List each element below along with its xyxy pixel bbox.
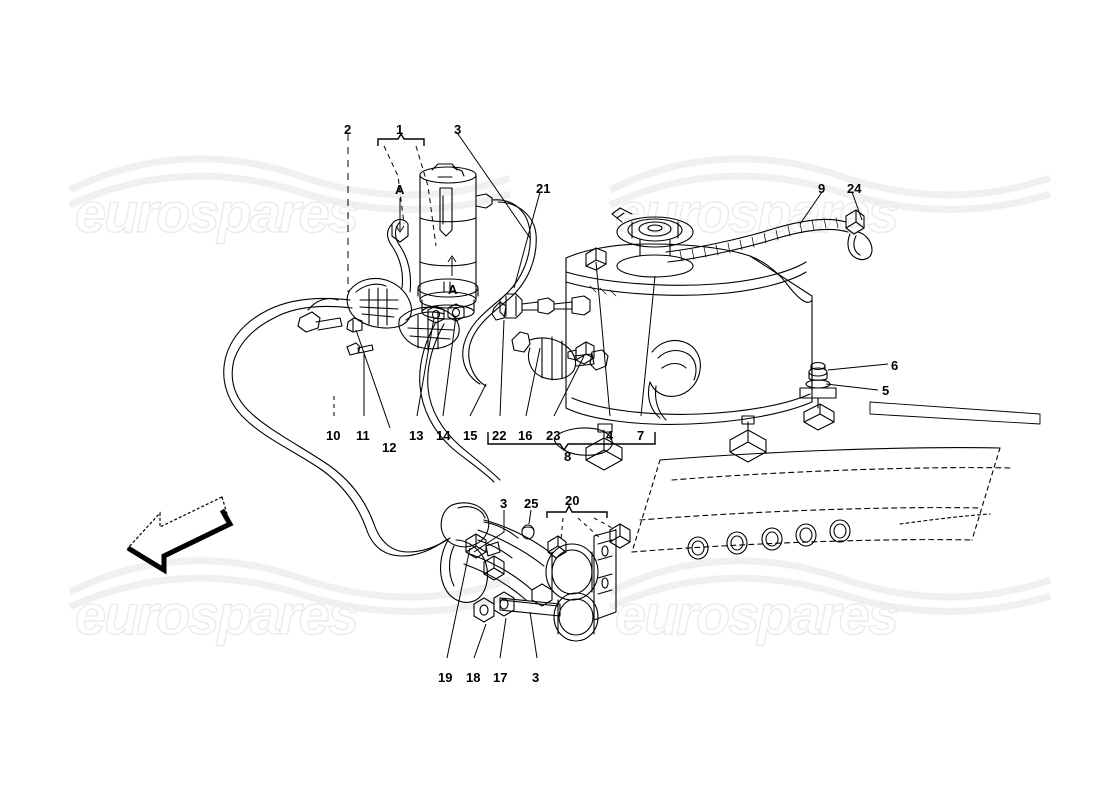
watermark-text: eurospares [74, 582, 359, 647]
washer-reservoir-tank [565, 207, 813, 425]
leader-A1 [395, 198, 405, 233]
callout-13: 13 [409, 428, 424, 443]
watermark-text: eurospares [614, 582, 899, 647]
section-marker-a-top: A [395, 182, 405, 197]
leader-9 [799, 191, 823, 225]
callout-7: 7 [637, 428, 645, 443]
leader-1a [383, 145, 405, 225]
callout-12: 12 [382, 440, 397, 455]
bracket-1 [377, 132, 425, 146]
callout-1: 1 [396, 122, 404, 137]
callout-20: 20 [565, 493, 580, 508]
leader-22 [499, 319, 505, 417]
leader-3 [457, 133, 531, 239]
tank-mount-left [585, 423, 623, 471]
misc-fittings [297, 297, 343, 333]
callout-25: 25 [524, 496, 539, 511]
bracket-20 [546, 504, 608, 518]
leader-12 [355, 329, 391, 429]
leader-15 [469, 383, 487, 417]
leader-7 [640, 275, 656, 417]
callout-19: 19 [438, 670, 453, 685]
leader-13 [416, 317, 435, 417]
view-direction-arrow [126, 496, 234, 575]
tank-strap-foot [553, 427, 613, 456]
callout-2: 2 [344, 122, 352, 137]
pump-mounting-bracket [346, 218, 413, 329]
callout-11: 11 [356, 428, 370, 443]
leader-20a [560, 517, 564, 541]
tank-mount-center [729, 415, 767, 463]
callout-24: 24 [847, 181, 862, 196]
callout-5: 5 [882, 383, 890, 398]
leader-17 [499, 617, 507, 659]
bolt-11 [346, 342, 374, 356]
leader-14 [442, 315, 457, 417]
leader-3b [473, 510, 505, 553]
leader-3c [529, 611, 538, 659]
callout-brackets [377, 132, 656, 518]
callout-17: 17 [493, 670, 508, 685]
bracket-8 [487, 432, 656, 452]
braided-hose-9 [665, 209, 873, 263]
callout-18: 18 [466, 670, 481, 685]
leader-4 [595, 261, 611, 417]
callout-21: 21 [536, 181, 551, 196]
horn-assembly [439, 502, 631, 642]
callout-6: 6 [891, 358, 899, 373]
callout-3-horn: 3 [500, 496, 508, 511]
nut-13 [427, 305, 445, 324]
callout-9: 9 [818, 181, 826, 196]
leader-21 [513, 191, 541, 289]
leader-1b [415, 145, 437, 247]
tank-inlet-fitting [567, 341, 595, 365]
callout-14: 14 [436, 428, 451, 443]
hose-union-fittings [499, 293, 591, 319]
clip-10 [346, 317, 363, 333]
section-marker-a-bottom: A [448, 282, 458, 297]
leader-6 [827, 363, 889, 371]
leader-25 [528, 509, 532, 525]
leader-16 [525, 347, 541, 417]
leader-A2 [447, 255, 457, 276]
body-panel [631, 401, 1041, 560]
callout-4: 4 [606, 428, 614, 443]
callout-22: 22 [492, 428, 507, 443]
callout-10: 10 [326, 428, 341, 443]
long-washer-hose [223, 297, 451, 557]
clip-22 [491, 301, 507, 321]
watermark-text: eurospares [74, 180, 359, 245]
tank-mount-right [799, 361, 837, 431]
horn-feed-hose [419, 321, 501, 483]
leader-23 [553, 355, 585, 417]
leader-24 [851, 191, 863, 221]
leader-18 [473, 623, 487, 659]
callout-3-bottom: 3 [532, 670, 540, 685]
callout-3: 3 [454, 122, 462, 137]
callout-16: 16 [518, 428, 533, 443]
panel-grommets [687, 519, 851, 560]
leader-19 [446, 547, 471, 659]
leader-5 [825, 383, 879, 391]
callout-8: 8 [564, 449, 572, 464]
leader-20b [577, 517, 601, 539]
inline-valve [511, 331, 609, 381]
tank-top-fitting-4 [585, 247, 607, 271]
callout-15: 15 [463, 428, 478, 443]
callout-23: 23 [546, 428, 561, 443]
